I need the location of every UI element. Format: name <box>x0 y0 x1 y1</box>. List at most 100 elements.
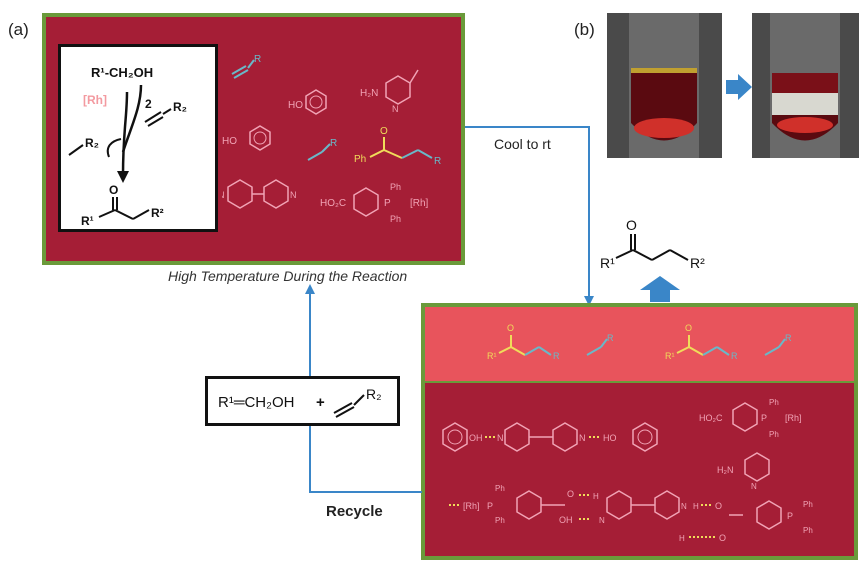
aminopyridine-n: N <box>392 104 399 114</box>
lower-h2n: H₂N <box>717 465 734 475</box>
alkene-cyan-1 <box>231 65 247 75</box>
reaction-molecules: R HO H₂N N HO R O Ph R N N HO₂C P Ph Ph … <box>222 54 441 224</box>
upper-ketone-2-r: R <box>731 351 738 361</box>
panel-label-b: (b) <box>574 20 595 39</box>
bipyridine-n-2: N <box>290 190 297 200</box>
phenol-1-ring <box>305 89 327 115</box>
reaction-scheme-box: R¹-CH₂OH [Rh] 2 R₂ R₂ O R¹ R² <box>58 44 218 232</box>
alkyl-cyan-r: R <box>330 138 337 149</box>
scheme-hook-arrow <box>106 138 122 158</box>
photo-hot-tube-drawing <box>607 13 722 158</box>
scheme-alkene-bond <box>144 111 162 123</box>
scheme-product-o: O <box>109 183 118 197</box>
scheme-alkene-bond-3 <box>162 108 172 115</box>
lower-ho2c: HO₂C <box>699 413 723 423</box>
lower-rh-top: [Rh] <box>785 413 802 423</box>
lower-rh-bottom: [Rh] <box>463 501 480 511</box>
cool-to-rt-label: Cool to rt <box>494 136 551 152</box>
reagent-r2: R₂ <box>366 386 382 402</box>
scheme-alkene-bond-2 <box>147 116 164 127</box>
lower-oh-left: OH <box>469 433 483 443</box>
ketone-ph: Ph <box>354 154 366 165</box>
scheme-product-bond-1 <box>98 209 116 218</box>
reagent-alcohol: R¹═CH₂OH <box>218 394 294 411</box>
product-o: O <box>626 217 637 233</box>
phenol-2-ring-inner <box>253 131 267 145</box>
lower-bipy-n-2: N <box>579 433 586 443</box>
lower-ph-top-2: Ph <box>769 430 779 439</box>
ketone-bond-2 <box>383 149 403 159</box>
phenol-2-ho: HO <box>222 136 237 147</box>
photo-hot-tube <box>607 13 722 158</box>
phosphine-rh: [Rh] <box>410 198 429 209</box>
alkyl-cyan-2 <box>321 143 331 153</box>
lower-aminopy-n: N <box>751 482 757 491</box>
aminopyridine-h2n: H₂N <box>360 88 378 99</box>
aminopyridine-methyl <box>409 69 419 84</box>
upper-alkyl-2-r: R <box>785 333 792 343</box>
ketone-bond-3 <box>401 149 419 159</box>
phosphine-ring <box>353 187 379 217</box>
lower-p-bottom: P <box>487 501 493 511</box>
reaction-scheme-drawing: R¹-CH₂OH [Rh] 2 R₂ R₂ O R¹ R² <box>68 65 187 228</box>
upper-phase-box: O R¹ R R O R¹ R R <box>421 303 858 381</box>
lower-h-2: H <box>693 502 699 511</box>
recycle-connector <box>305 284 422 493</box>
phenol-1-ring-inner <box>309 95 323 109</box>
lower-ph-right-2: Ph <box>803 526 813 535</box>
lower-ho-right: HO <box>603 433 617 443</box>
ketone-r: R <box>434 156 441 167</box>
scheme-main-arrow <box>121 91 129 176</box>
lower-o-right-2: O <box>719 533 726 543</box>
lower-acid-oh: OH <box>559 515 573 525</box>
reagents-box: R¹═CH₂OH + R₂ <box>205 376 400 426</box>
lower-p-right: P <box>787 511 793 521</box>
upper-phase-molecules: O R¹ R R O R¹ R R <box>487 323 792 361</box>
alkene-cyan-1c <box>247 59 255 69</box>
scheme-r2-left: R₂ <box>85 136 99 150</box>
cool-arrow-icon <box>726 74 752 100</box>
lower-ph-top-1: Ph <box>769 398 779 407</box>
photo-cool-tube-drawing <box>752 13 859 158</box>
upper-ketone-1-r: R <box>553 351 560 361</box>
lower-ph-right-1: Ph <box>803 500 813 509</box>
photo-cool-tube <box>752 13 859 158</box>
lower-phase-molecules: OH N N HO HO₂C P Ph Ph [Rh] H₂N N [Rh] P… <box>442 398 813 543</box>
upper-ketone-1-o: O <box>507 323 514 333</box>
lower-ph-bottom-1: Ph <box>495 484 505 493</box>
alkyl-cyan <box>307 151 323 161</box>
alkene-cyan-1b <box>233 69 249 79</box>
lower-n-2: N <box>599 516 605 525</box>
phosphine-ph-1: Ph <box>390 182 401 192</box>
scheme-product-r1: R¹ <box>81 214 94 228</box>
phosphine-p: P <box>384 198 391 209</box>
alkene-cyan-r-1: R <box>254 54 261 65</box>
product-up-arrow-icon <box>640 276 680 302</box>
lower-n-3: N <box>681 502 687 511</box>
phenol-2-ring <box>249 125 271 151</box>
lower-o-right: O <box>715 501 722 511</box>
lower-bipy-n-1: N <box>497 433 504 443</box>
phosphine-ho2c: HO₂C <box>320 198 346 209</box>
scheme-curve-arrow <box>121 84 143 153</box>
product-ketone: O R¹ R² <box>600 217 705 271</box>
caption-high-temp: High Temperature During the Reaction <box>168 268 408 284</box>
phenol-1-ho: HO <box>288 100 303 111</box>
recycle-label: Recycle <box>326 503 383 520</box>
lower-p-top: P <box>761 413 767 423</box>
panel-label-a: (a) <box>8 20 29 39</box>
cool-connector <box>465 126 594 306</box>
reagent-plus: + <box>316 394 325 411</box>
bipyridine-ring-2 <box>263 179 289 209</box>
scheme-product-bond-3 <box>132 209 150 220</box>
bipyridine-ring-1 <box>227 179 253 209</box>
scheme-product-r2: R² <box>151 206 164 220</box>
scheme-reactant: R¹-CH₂OH <box>91 65 153 80</box>
upper-ketone-2-o: O <box>685 323 692 333</box>
ketone-o: O <box>380 126 388 137</box>
upper-ketone-2-r1: R¹ <box>665 351 675 361</box>
ketone-bond-4 <box>417 149 433 159</box>
ketone-bond-1 <box>369 149 385 158</box>
scheme-count: 2 <box>145 97 152 111</box>
scheme-alkyl-bond <box>68 144 84 156</box>
